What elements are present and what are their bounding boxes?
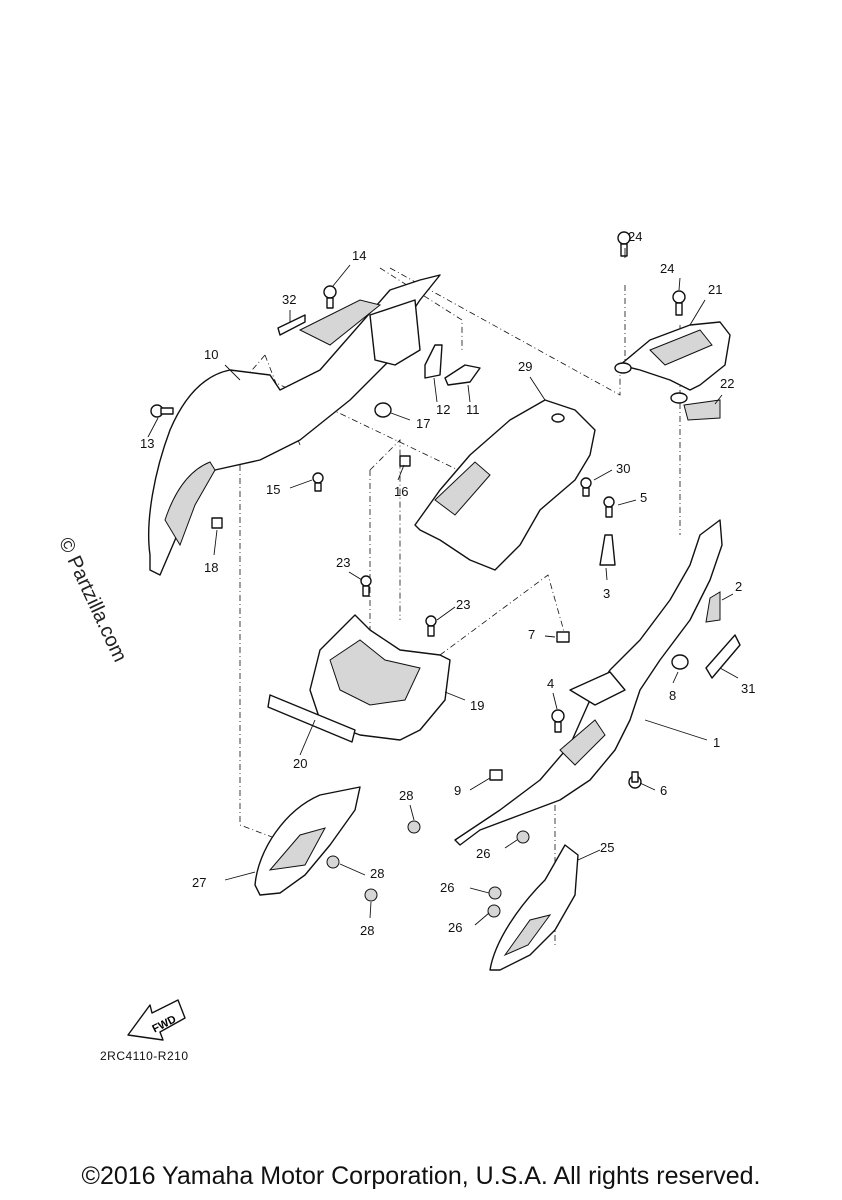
callout-28b: 28 — [370, 866, 384, 881]
small-parts — [211, 314, 741, 781]
callout-22: 22 — [720, 376, 734, 391]
callout-28c: 28 — [360, 923, 374, 938]
callout-24b: 24 — [660, 261, 674, 276]
callout-9: 9 — [454, 783, 461, 798]
callout-18: 18 — [204, 560, 218, 575]
callout-1: 1 — [713, 735, 720, 750]
callout-3: 3 — [603, 586, 610, 601]
callout-11: 11 — [466, 402, 480, 417]
callout-20: 20 — [293, 756, 307, 771]
callout-23b: 23 — [456, 597, 470, 612]
fwd-arrow-icon: FWD — [127, 999, 186, 1041]
callout-19: 19 — [470, 698, 484, 713]
diagram-code: 2RC4110-R210 — [100, 1049, 189, 1063]
part-25-lower-right-duct — [489, 844, 579, 971]
callout-7: 7 — [528, 627, 535, 642]
callout-14: 14 — [352, 248, 366, 263]
callout-10: 10 — [204, 347, 218, 362]
callout-26a: 26 — [476, 846, 490, 861]
part-1-right-side-cover — [454, 519, 723, 846]
part-27-lower-left-duct — [254, 786, 361, 896]
callout-31: 31 — [741, 681, 755, 696]
callout-30: 30 — [616, 461, 630, 476]
callout-5: 5 — [640, 490, 647, 505]
callout-23a: 23 — [336, 555, 350, 570]
callout-4: 4 — [547, 676, 554, 691]
callout-16: 16 — [394, 484, 408, 499]
callout-labels: 14 32 10 13 15 16 17 12 11 18 29 30 5 3 … — [140, 229, 755, 938]
callout-28a: 28 — [399, 788, 413, 803]
callout-15: 15 — [266, 482, 280, 497]
callout-26b: 26 — [440, 880, 454, 895]
part-19-front-lower-cover — [309, 614, 451, 741]
callout-21: 21 — [708, 282, 722, 297]
callout-27: 27 — [192, 875, 206, 890]
callout-12: 12 — [436, 402, 450, 417]
leader-lines — [147, 248, 739, 926]
copyright-notice: ©2016 Yamaha Motor Corporation, U.S.A. A… — [81, 1162, 761, 1190]
part-21-rear-cover — [619, 321, 731, 391]
callout-24a: 24 — [628, 229, 642, 244]
callout-13: 13 — [140, 436, 154, 451]
callout-25: 25 — [600, 840, 614, 855]
callout-26c: 26 — [448, 920, 462, 935]
callout-8: 8 — [669, 688, 676, 703]
callout-32: 32 — [282, 292, 296, 307]
callout-6: 6 — [660, 783, 667, 798]
part-10-left-side-cover — [148, 274, 441, 576]
callout-29: 29 — [518, 359, 532, 374]
fasteners — [150, 231, 689, 918]
callout-2: 2 — [735, 579, 742, 594]
part-29-center-panel — [414, 399, 596, 571]
callout-17: 17 — [416, 416, 430, 431]
part-20-strip — [267, 694, 356, 743]
